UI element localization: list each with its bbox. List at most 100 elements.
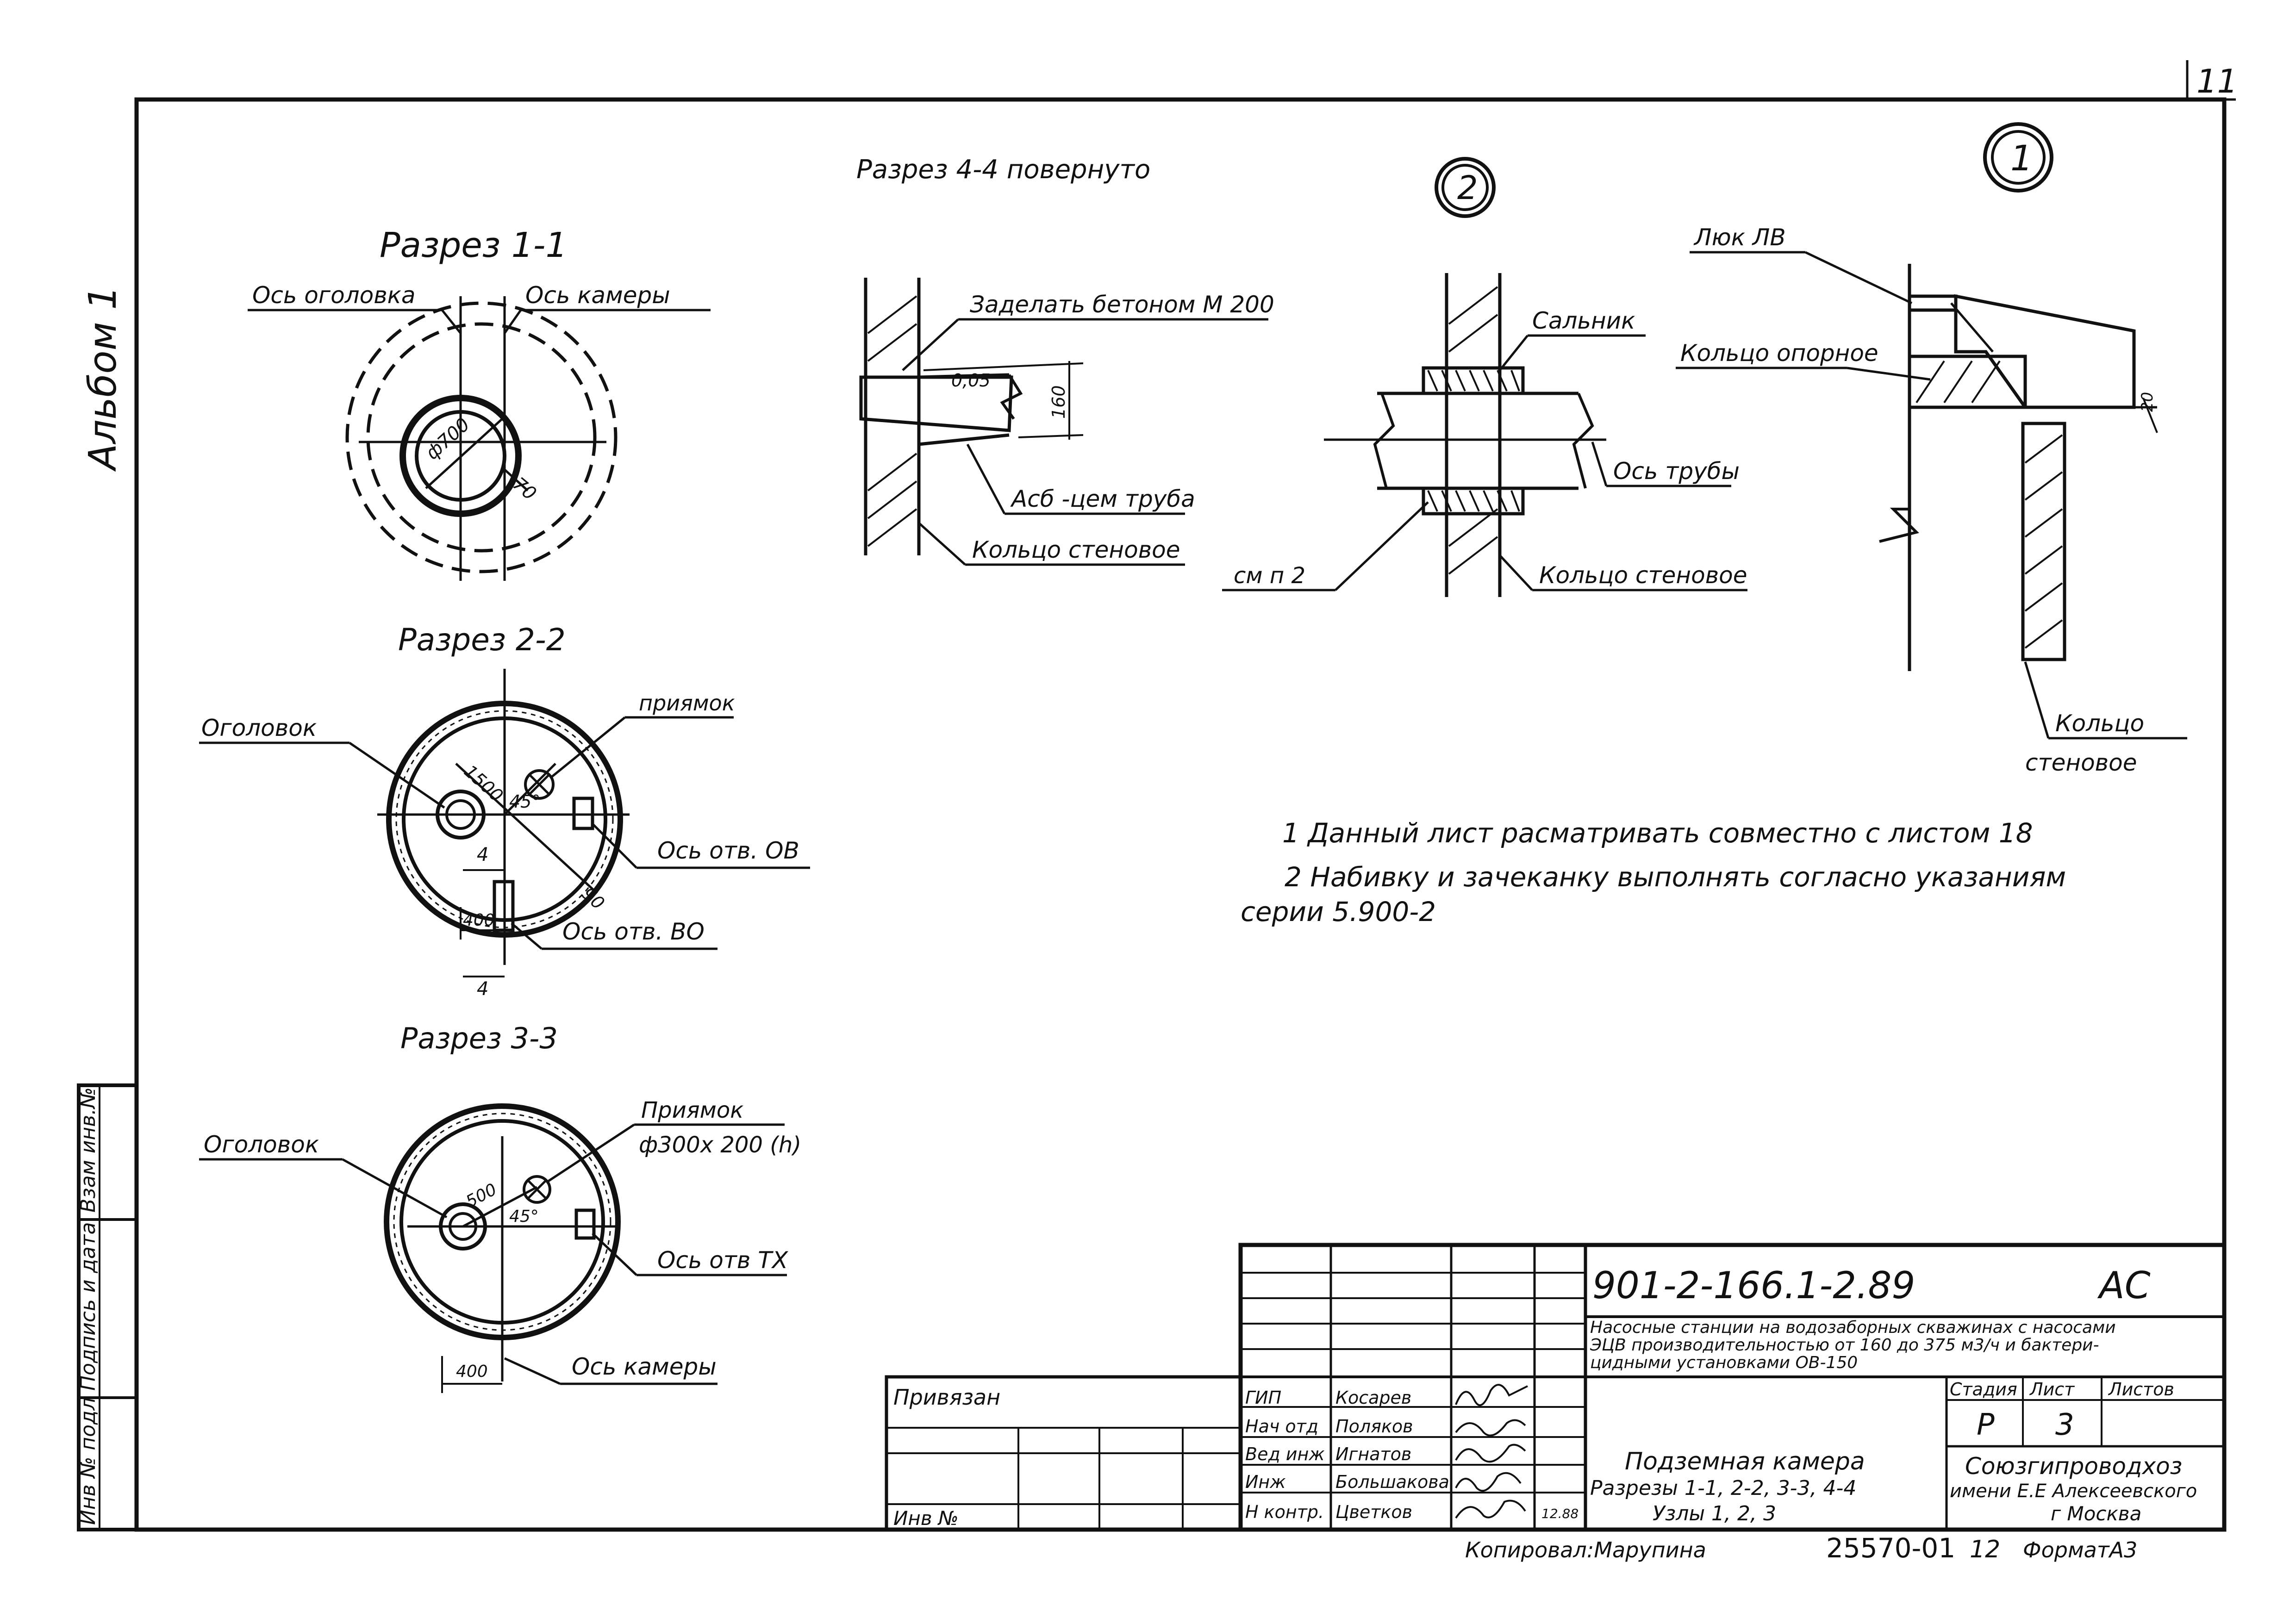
project-line-1: Насосные станции на водозаборных скважин… (1590, 1318, 2116, 1337)
wall-ring-hatch (2024, 471, 2063, 501)
pipe-break-right (1572, 392, 1594, 489)
section-2-2: Разрез 2-2 1500 45° 90 4 400 4 Оголовок … (199, 622, 810, 1000)
wall-hatch (867, 508, 917, 547)
side-stamp-signature-date: Подпись и дата (76, 1222, 100, 1391)
gland-bottom-hatch (1427, 490, 1520, 512)
wall-ring-label: Кольцо стеновое (972, 536, 1180, 563)
stage-header: Стадия (1950, 1379, 2017, 1400)
node-2-marker-inner (1441, 164, 1489, 211)
section-4-4: Разрез 4-4 повернуто 160 0,05 Заделать б… (856, 155, 1274, 566)
node-1-marker (1983, 122, 2053, 193)
pit-leader (545, 1123, 635, 1184)
diameter-dim: ф700 (422, 414, 474, 464)
gland-top-hatch (1427, 370, 1520, 392)
support-ring-label: Кольцо опорное (1680, 340, 1878, 367)
support-ring-hatch (1915, 360, 1945, 404)
section-1-1-title: Разрез 1-1 (380, 225, 568, 265)
node-2: 2 Сальник Ось трубы Кольцо стеновое см п… (1222, 157, 1747, 597)
offset-leader (501, 467, 529, 492)
gland-bottom (1422, 486, 1525, 516)
vo-leader (511, 922, 543, 950)
section-4-4-title: Разрез 4-4 повернуто (856, 155, 1150, 185)
dim-20-line (2142, 398, 2158, 433)
support-ring (1908, 355, 2027, 409)
bound-label: Привязан (893, 1385, 1000, 1410)
support-ring-hatch (1971, 360, 2001, 404)
head-label: Оголовок (201, 715, 317, 741)
section-3-3-title: Разрез 3-3 (400, 1021, 558, 1055)
signer-role-1: ГИП (1245, 1388, 1281, 1408)
see-note-label: см п 2 (1234, 563, 1305, 589)
dim-90: 90 (578, 884, 608, 914)
wall-ring-label: Кольцо стеновое (1539, 562, 1747, 589)
pipe-label: Асб -цем труба (1010, 485, 1195, 512)
gland-top (1422, 366, 1525, 395)
wall-hatch (867, 453, 917, 492)
sheets-header: Листов (2108, 1379, 2174, 1400)
signer-name-2: Поляков (1335, 1416, 1413, 1437)
dim-400: 400 (456, 1362, 488, 1381)
signature-3 (1455, 1444, 1526, 1463)
chamber-axis-label: Ось камеры (525, 282, 670, 309)
signer-name-5: Цветков (1335, 1502, 1412, 1522)
signature-5 (1455, 1500, 1526, 1519)
ov-leader (592, 823, 637, 869)
chamber-outline-dashed (345, 301, 618, 573)
dim-160-top (923, 362, 1084, 371)
dim-400: 400 (463, 911, 495, 930)
support-ring-hatch (1943, 360, 1973, 404)
diagonal-dim-line (455, 763, 598, 894)
sheet-number: 11 (2196, 62, 2238, 100)
node-1-marker-inner (1991, 130, 2046, 185)
signer-role-3: Вед инж (1245, 1444, 1325, 1464)
hatch-label-leader (1804, 251, 1913, 305)
signer-name-4: Большакова (1335, 1472, 1449, 1492)
pit-circle (523, 1175, 551, 1204)
wall-ring-leader (2024, 661, 2050, 739)
wall-ring-hatch (2024, 434, 2063, 464)
dim-20: 20 (2138, 392, 2157, 412)
wall-ring-section (2021, 422, 2066, 661)
sheet-index: 12 (1970, 1536, 2000, 1563)
signer-role-2: Нач отд (1245, 1416, 1318, 1437)
album-label: Альбом 1 (81, 286, 125, 472)
asb-pipe-top (918, 373, 1010, 379)
signer-role-4: Инж (1245, 1472, 1286, 1492)
ov-opening (572, 796, 594, 830)
pipe-axis-label: Ось трубы (1613, 458, 1740, 485)
chamber-axis-leader (503, 309, 522, 334)
head-label: Оголовок (204, 1131, 319, 1158)
ov-axis-label: Ось отв. ОВ (657, 837, 799, 864)
concrete-leader (902, 318, 959, 371)
dim-500-line (462, 1186, 538, 1228)
wall-ring-hatch (2024, 619, 2063, 649)
hatch-label: Люк ЛВ (1693, 224, 1786, 251)
pit-cross (527, 1179, 547, 1200)
side-stamp-original-inv: Инв № подл (76, 1397, 100, 1525)
dim-160-bottom (1018, 434, 1084, 438)
wall-hatch (867, 323, 917, 362)
note-1: 1 Данный лист расматривать совместно с л… (1282, 817, 2033, 849)
sheet-value: 3 (2055, 1408, 2074, 1442)
wall-ring-hatch (2024, 545, 2063, 575)
pit-circle (524, 769, 555, 800)
copied-by: Копировал:Марупина (1465, 1537, 1706, 1562)
section-3-3: Разрез 3-3 500 45° 400 Оголовок Приямок … (199, 1021, 801, 1393)
see-note-leader (1335, 501, 1429, 591)
tx-opening (574, 1208, 596, 1240)
wall-ring-label-1: Кольцо (2055, 710, 2144, 737)
signer-name-1: Косарев (1335, 1388, 1411, 1408)
pipe-break-left (1373, 392, 1395, 489)
node-2-number: 2 (1457, 169, 1478, 207)
note-2: 2 Набивку и зачеканку выполнять согласно… (1285, 861, 2066, 893)
wall-ring-leader (1499, 554, 1533, 591)
org-2: имени Е.Е Алексеевского (1950, 1481, 2197, 1502)
head-leader (349, 741, 445, 809)
section-2-2-title: Разрез 2-2 (398, 622, 566, 658)
wall-ring-label-2: стеновое (2025, 749, 2137, 776)
signature-2 (1455, 1419, 1526, 1437)
pit-label: приямок (639, 691, 735, 716)
pit-leader (550, 716, 626, 778)
org-3: г Москва (2051, 1502, 2141, 1525)
dim-45: 45° (509, 1207, 539, 1226)
